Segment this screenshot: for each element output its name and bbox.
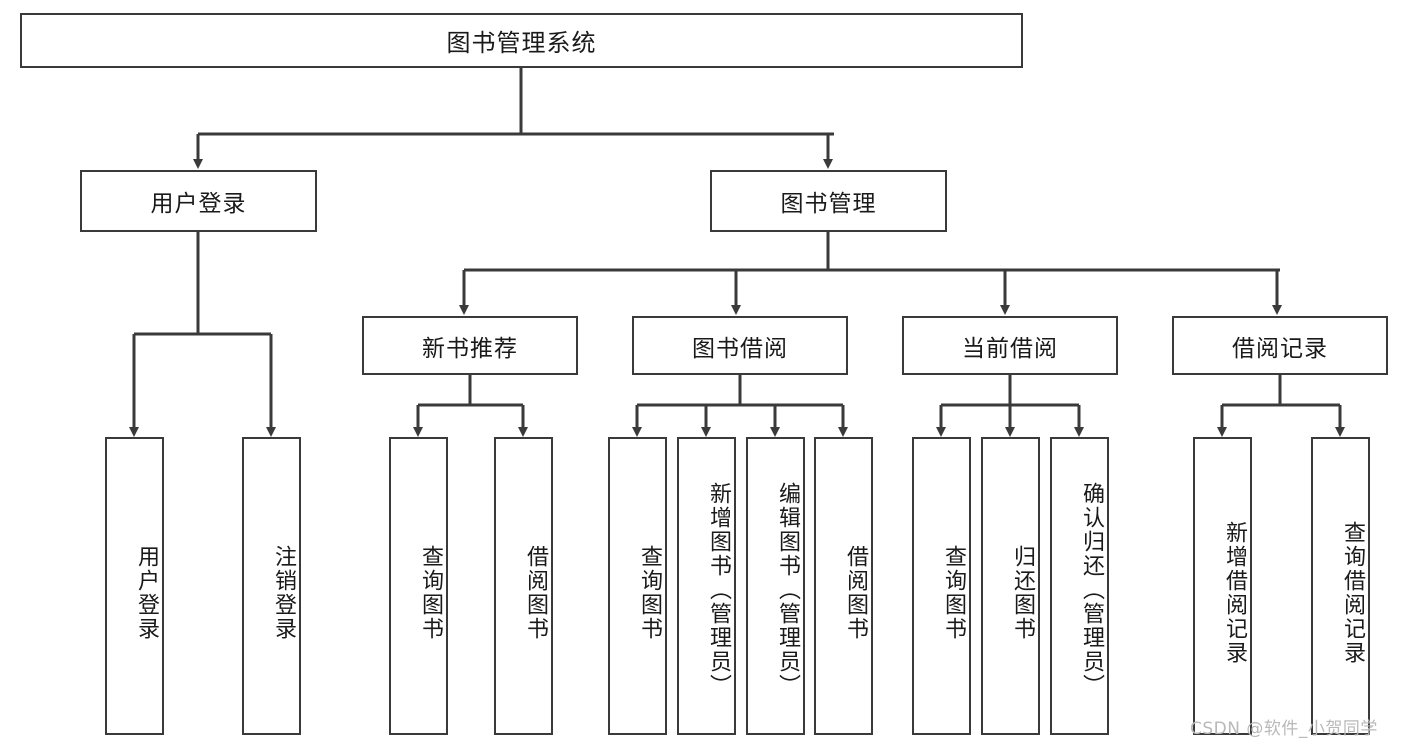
leaf-current-borrow-query[interactable]: 查询图书 — [912, 437, 971, 735]
leaf-current-borrow-confirm-return[interactable]: 确认归还（管理员） — [1050, 437, 1109, 735]
watermark-csdn: CSDN @软件_小贺同学 — [1190, 719, 1378, 739]
leaf-book-borrow-add[interactable]: 新增图书（管理员） — [677, 437, 736, 735]
node-borrow-record[interactable]: 借阅记录 — [1172, 316, 1388, 375]
leaf-user-login-logout[interactable]: 注销登录 — [242, 437, 301, 735]
leaf-book-borrow-edit[interactable]: 编辑图书（管理员） — [746, 437, 805, 735]
leaf-new-book-borrow[interactable]: 借阅图书 — [494, 437, 553, 735]
node-book-borrow[interactable]: 图书借阅 — [632, 316, 848, 375]
leaf-borrow-record-query[interactable]: 查询借阅记录 — [1311, 437, 1370, 735]
node-new-book-recommend[interactable]: 新书推荐 — [362, 316, 578, 375]
node-current-borrow[interactable]: 当前借阅 — [902, 316, 1118, 375]
leaf-book-borrow-query[interactable]: 查询图书 — [608, 437, 667, 735]
node-book-management[interactable]: 图书管理 — [710, 170, 947, 232]
leaf-borrow-record-add[interactable]: 新增借阅记录 — [1193, 437, 1252, 735]
leaf-new-book-query[interactable]: 查询图书 — [389, 437, 448, 735]
leaf-current-borrow-return[interactable]: 归还图书 — [981, 437, 1040, 735]
node-user-login[interactable]: 用户登录 — [80, 170, 317, 232]
leaf-user-login-login[interactable]: 用户登录 — [105, 437, 164, 735]
leaf-book-borrow-borrow[interactable]: 借阅图书 — [814, 437, 873, 735]
node-root-library-system[interactable]: 图书管理系统 — [20, 13, 1023, 68]
